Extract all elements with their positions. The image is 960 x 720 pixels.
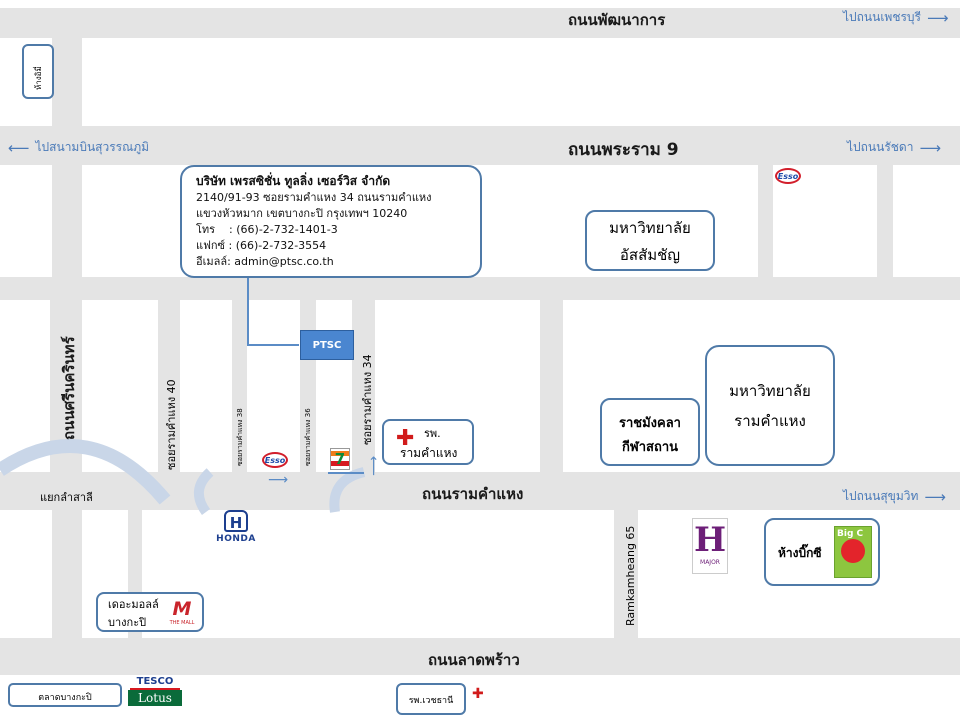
landmark-bigc-label: ห้างบิ๊กซี bbox=[778, 546, 822, 560]
soi-38-label: ซอยรามคำแหง 38 bbox=[236, 408, 244, 466]
landmark-bigc: ห้างบิ๊กซี Big C bbox=[764, 518, 880, 586]
landmark-hospital: ✚ รพ. รามคำแหง bbox=[382, 419, 474, 465]
landmark-ru-line1: มหาวิทยาลัย bbox=[729, 382, 811, 400]
honda-text: HONDA bbox=[216, 534, 256, 544]
soi-40-label: ซอยรามคำแหง 40 bbox=[165, 379, 178, 470]
connector-line bbox=[247, 278, 249, 345]
bigc-logo-text: Big C bbox=[837, 529, 864, 539]
landmark-mall-line2: บางกะปิ bbox=[108, 616, 147, 629]
block bbox=[142, 510, 614, 638]
landmark-bangkapi-market-label: ตลาดบางกะปิ bbox=[38, 693, 92, 703]
block bbox=[0, 165, 52, 277]
landmark-vejthani: รพ.เวชธานี bbox=[396, 683, 466, 715]
the-mall-m-icon: M bbox=[172, 598, 192, 620]
bigc-logo: Big C bbox=[834, 526, 872, 578]
landmark-rajamangala: ราชมังคลา กีฬาสถาน bbox=[600, 398, 700, 466]
seven-eleven-logo: 7 bbox=[330, 448, 350, 470]
company-fax: แฟกซ์ : (66)-2-732-3554 bbox=[196, 239, 327, 252]
road-latphrao-label: ถนนลาดพร้าว bbox=[428, 651, 520, 669]
block bbox=[180, 300, 232, 472]
major-h-icon: H bbox=[693, 520, 727, 560]
arrow-right-icon: ⟶ bbox=[927, 8, 949, 27]
landmark-mall-line1: เดอะมอลล์ bbox=[108, 598, 159, 611]
direction-phetchaburi-label: ไปถนนเพชรบุรี bbox=[843, 10, 921, 24]
landmark-hospital-line2: รามคำแหง bbox=[400, 446, 458, 460]
company-address-line2: แขวงหัวหมาก เขตบางกะปิ กรุงเทพฯ 10240 bbox=[196, 207, 408, 220]
soi-65-label: Ramkamheang 65 bbox=[624, 525, 637, 626]
block bbox=[0, 0, 960, 8]
direction-suvarnabhumi: ⟵ ไปสนามบินสุวรรณภูมิ bbox=[8, 138, 149, 157]
ptsc-marker[interactable]: PTSC bbox=[300, 330, 354, 360]
direction-suvarnabhumi-label: ไปสนามบินสุวรรณภูมิ bbox=[35, 140, 150, 154]
soi-36-label: ซอยรามคำแหง 36 bbox=[304, 408, 312, 466]
tesco-lotus-logo: TESCO Lotus bbox=[128, 676, 182, 706]
block bbox=[0, 510, 52, 638]
direction-ratchada-label: ไปถนนรัชดา bbox=[847, 140, 914, 154]
road-ramkhamhaeng-label: ถนนรามคำแหง bbox=[422, 485, 524, 503]
direction-sukhumvit: ไปถนนสุขุมวิท ⟶ bbox=[843, 487, 946, 506]
major-cineplex-logo: H MAJOR bbox=[692, 518, 728, 574]
road-srinakarin-label: ถนนศรีนครินทร์ bbox=[60, 336, 78, 440]
the-mall-logo-text: THE MALL bbox=[169, 620, 195, 626]
arrow-up-icon: ⟶ bbox=[366, 455, 383, 477]
hospital-cross-icon: ✚ bbox=[396, 426, 415, 451]
block bbox=[247, 300, 300, 472]
arrow-right-icon: ⟶ bbox=[919, 138, 941, 157]
road-phatthanakan-label: ถนนพัฒนาการ bbox=[568, 11, 666, 29]
hospital-cross-icon: ✚ bbox=[472, 686, 484, 702]
route-line bbox=[328, 472, 364, 474]
block bbox=[893, 165, 960, 277]
landmark-bangkapi-market: ตลาดบางกะปิ bbox=[8, 683, 122, 707]
arrow-left-icon: ⟵ bbox=[8, 138, 30, 157]
interchange-arcs bbox=[0, 439, 366, 515]
landmark-abac: มหาวิทยาลัย อัสสัมชัญ bbox=[585, 210, 715, 271]
landmark-the-mall: เดอะมอลล์ บางกะปิ M THE MALL bbox=[96, 592, 204, 632]
company-phone: โทร : (66)-2-732-1401-3 bbox=[196, 223, 338, 236]
landmark-vejthani-label: รพ.เวชธานี bbox=[408, 696, 454, 706]
landmark-box-topleft: ห้างอิมี่ bbox=[22, 44, 54, 99]
honda-h-icon: H bbox=[224, 510, 248, 532]
company-email: อีเมลล์: admin@ptsc.co.th bbox=[196, 255, 334, 268]
arrow-right-icon: ⟶ bbox=[924, 487, 946, 506]
tesco-text: TESCO bbox=[136, 676, 174, 687]
seven-eleven-text: 7 bbox=[334, 450, 346, 468]
major-text: MAJOR bbox=[700, 559, 720, 566]
esso-logo: Esso bbox=[262, 452, 288, 468]
direction-sukhumvit-label: ไปถนนสุขุมวิท bbox=[843, 489, 919, 503]
the-mall-logo: M THE MALL bbox=[166, 598, 198, 628]
landmark-topleft-label: ห้างอิมี่ bbox=[34, 66, 43, 90]
landmark-abac-line1: มหาวิทยาลัย bbox=[609, 219, 691, 237]
landmark-rajamangala-line1: ราชมังคลา bbox=[619, 416, 681, 431]
road-rama9-label: ถนนพระราม 9 bbox=[568, 140, 679, 160]
company-address-line1: 2140/91-93 ซอยรามคำแหง 34 ถนนรามคำแหง bbox=[196, 191, 432, 204]
bigc-circle-icon bbox=[841, 539, 865, 563]
honda-logo: H HONDA bbox=[208, 510, 264, 546]
direction-ratchada: ไปถนนรัชดา ⟶ bbox=[847, 138, 941, 157]
soi-34-label: ซอยรามคำแหง 34 bbox=[361, 354, 374, 445]
arrow-right-icon: ⟶ bbox=[268, 472, 289, 488]
landmark-hospital-line1: รพ. bbox=[424, 427, 441, 440]
landmark-rajamangala-line2: กีฬาสถาน bbox=[621, 440, 679, 455]
connector-line bbox=[247, 344, 299, 346]
landmark-ru: มหาวิทยาลัย รามคำแหง bbox=[705, 345, 835, 466]
company-name: บริษัท เพรสซิชั่น ทูลลิ่ง เซอร์วิส จำกัด bbox=[196, 174, 391, 188]
company-info-box: บริษัท เพรสซิชั่น ทูลลิ่ง เซอร์วิส จำกัด… bbox=[180, 165, 482, 278]
block bbox=[82, 38, 960, 126]
direction-phetchaburi: ไปถนนเพชรบุรี ⟶ bbox=[843, 8, 949, 27]
landmark-ru-line2: รามคำแหง bbox=[734, 412, 806, 430]
junction-label: แยกลำสาลี bbox=[40, 491, 93, 504]
lotus-text: Lotus bbox=[128, 690, 182, 706]
landmark-abac-line2: อัสสัมชัญ bbox=[619, 246, 681, 264]
block bbox=[316, 300, 352, 472]
esso-logo: Esso bbox=[775, 168, 801, 184]
